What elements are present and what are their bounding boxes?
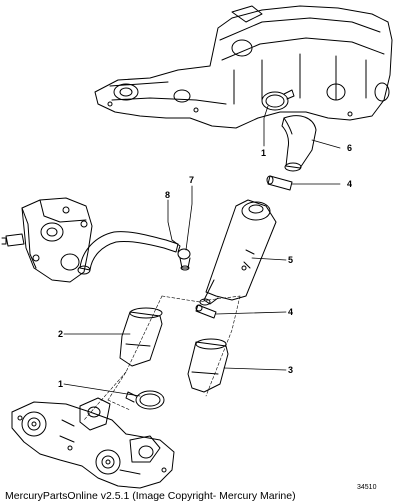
short-hose-left bbox=[119, 307, 163, 367]
fuel-pump bbox=[1, 197, 93, 283]
callout-6: 6 bbox=[347, 143, 353, 153]
water-pump bbox=[11, 397, 175, 489]
leader-1-top bbox=[263, 105, 269, 147]
leader-8 bbox=[167, 199, 173, 241]
callout-8: 8 bbox=[165, 190, 171, 200]
callout-3: 3 bbox=[288, 365, 294, 375]
image-caption: MercuryPartsOnline v2.5.1 (Image Copyrig… bbox=[5, 490, 296, 502]
figure-number: 34510 bbox=[357, 484, 377, 491]
callout-1-bottom: 1 bbox=[58, 379, 64, 389]
curved-hose bbox=[281, 115, 317, 172]
callout-4-bottom: 4 bbox=[288, 307, 294, 317]
short-hose-right bbox=[187, 338, 229, 393]
leader-7 bbox=[185, 185, 193, 251]
leader-4-bottom bbox=[215, 311, 287, 315]
hose-clamp-top bbox=[261, 89, 295, 111]
leader-6 bbox=[311, 139, 341, 149]
leader-5 bbox=[251, 257, 287, 261]
leader-1-bottom bbox=[63, 383, 141, 397]
callout-2: 2 bbox=[58, 329, 64, 339]
callout-7: 7 bbox=[189, 175, 195, 185]
heat-exchanger bbox=[199, 199, 277, 306]
small-clamp-top bbox=[266, 175, 293, 191]
callout-5: 5 bbox=[288, 255, 294, 265]
hose-fitting bbox=[177, 248, 191, 271]
small-clamp-bottom bbox=[195, 304, 217, 319]
callout-1-top: 1 bbox=[261, 148, 267, 158]
exhaust-manifold bbox=[94, 5, 393, 129]
leader-lines bbox=[63, 105, 341, 397]
assembly-lines bbox=[83, 295, 241, 421]
long-hose bbox=[77, 231, 181, 275]
leader-3 bbox=[223, 367, 287, 371]
hose-clamp-bottom bbox=[125, 390, 165, 410]
callout-4-top: 4 bbox=[347, 179, 353, 189]
